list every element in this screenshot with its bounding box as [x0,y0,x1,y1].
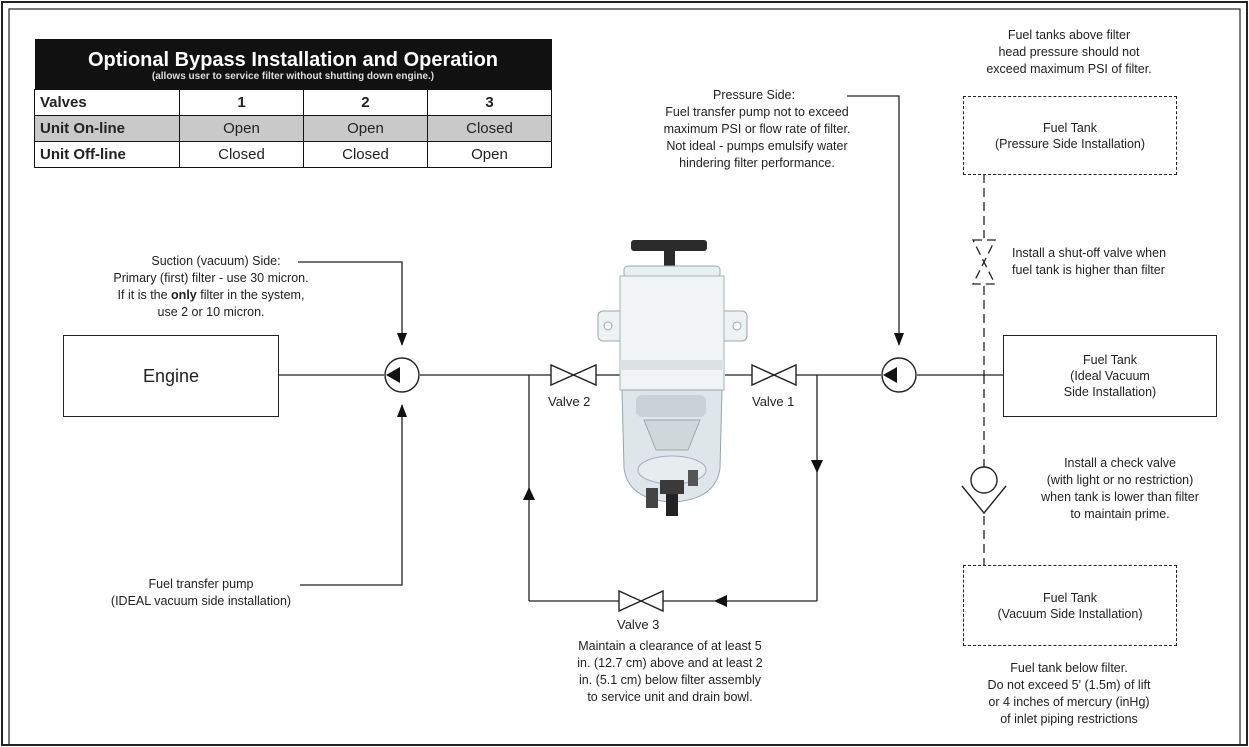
table-cell: Open [302,115,428,142]
tanks-above-line: exceed maximum PSI of filter. [986,62,1152,76]
tanks-above-line: Fuel tanks above filter [1007,28,1131,42]
pressure-note-line: hindering filter performance. [679,156,835,170]
engine-box: Engine [63,335,279,417]
tank-ideal-line: (Ideal Vacuum [1070,369,1150,383]
table-subtitle: (allows user to service filter without s… [151,71,435,82]
valve1-label: Valve 1 [752,394,795,409]
tank-pressure-line: (Pressure Side Installation) [994,136,1146,151]
valve3-icon [618,589,664,613]
check-valve-line: Install a check valve [1064,456,1176,470]
pump-suction-triangle [386,367,400,383]
tank-ideal-line: Side Installation) [1063,385,1157,399]
table-cell: Closed [179,141,304,168]
shutoff-valve-icon [971,239,997,285]
table-header-cell: 1 [179,89,304,116]
tank-ideal-line: Fuel Tank [1083,353,1137,367]
check-valve-line: when tank is lower than filter [1041,490,1199,504]
tank-below-line: Fuel tank below filter. [1010,661,1128,675]
arrow-suction-down [397,333,407,346]
table-header-row: Valves 1 2 3 [34,89,553,116]
arrow-pressure-down [894,333,904,346]
suction-note-line: Primary (first) filter - use 30 micron. [113,271,309,285]
clearance-line: to service unit and drain bowl. [587,690,753,704]
fuel-tank-ideal-vacuum-box: Fuel Tank (Ideal Vacuum Side Installatio… [1003,335,1217,417]
suction-note-part: filter in the system, [196,288,305,302]
valve2-icon [550,363,597,387]
table-cell: Closed [426,115,553,142]
tank-vacuum-line: (Vacuum Side Installation) [997,606,1143,621]
check-valve-line: to maintain prime. [1070,507,1170,521]
fuel-tank-vacuum-box: Fuel Tank (Vacuum Side Installation) [963,565,1177,646]
clearance-note: Maintain a clearance of at least 5 in. (… [555,638,785,706]
leader-transfer-pump [300,405,403,586]
valve2-label: Valve 2 [548,394,591,409]
pressure-note: Pressure Side: Fuel transfer pump not to… [612,87,902,172]
suction-note-bold: only [171,288,197,302]
check-valve-note: Install a check valve (with light or no … [1010,455,1230,523]
table-header-cell: 2 [302,89,428,116]
pressure-note-line: Fuel transfer pump not to exceed [665,105,849,119]
suction-note-line: If it is the only filter in the system, [56,287,366,304]
pressure-note-line: Not ideal - pumps emulsify water [666,139,848,153]
table-cell: Open [426,141,553,168]
table-title-cell: Optional Bypass Installation and Operati… [34,39,552,90]
tank-below-line: Do not exceed 5' (1.5m) of lift [987,678,1151,692]
leader-suction [298,261,403,345]
pump-pressure-triangle [883,367,897,383]
table-cell: Open [179,115,304,142]
shutoff-line: Install a shut-off valve when [1012,246,1167,260]
pump-pressure-icon [881,357,917,393]
tanks-above-line: head pressure should not [998,45,1140,59]
fuel-tank-pressure-box: Fuel Tank (Pressure Side Installation) [963,96,1177,175]
pressure-note-line: Pressure Side: [713,88,795,102]
check-valve-line: (with light or no restriction) [1046,473,1194,487]
transfer-pump-line: (IDEAL vacuum side installation) [110,594,292,608]
filter-assembly-icon [597,240,748,516]
leader-pressure [847,95,900,345]
suction-note-line: Suction (vacuum) Side: [151,254,281,268]
shutoff-line: fuel tank is higher than filter [1012,263,1165,277]
clearance-line: Maintain a clearance of at least 5 [578,639,762,653]
check-valve-seat-icon [961,485,1007,515]
transfer-pump-note: Fuel transfer pump (IDEAL vacuum side in… [76,576,326,610]
clearance-line: in. (12.7 cm) above and at least 2 [577,656,763,670]
pump-suction-icon [384,357,420,393]
tank-below-line: of inlet piping restrictions [1000,712,1138,726]
table-header-cell: Valves [34,89,180,116]
tank-below-line: or 4 inches of mercury (inHg) [988,695,1150,709]
bypass-table: Optional Bypass Installation and Operati… [34,39,553,168]
tank-pressure-line: Fuel Tank [1043,120,1097,135]
clearance-line: in. (5.1 cm) below filter assembly [578,673,761,687]
table-row: Unit On-line Open Open Closed [34,115,553,142]
tank-vacuum-line: Fuel Tank [1043,590,1097,605]
engine-label: Engine [142,365,200,386]
table-cell: Unit On-line [34,115,180,142]
shutoff-note: Install a shut-off valve when fuel tank … [1012,245,1232,279]
tanks-above-note: Fuel tanks above filter head pressure sh… [944,27,1194,78]
arrow-bypass-down [811,460,823,473]
check-valve-ball-icon [970,466,998,494]
arrow-pump-up [397,404,407,417]
pressure-note-line: maximum PSI or flow rate of filter. [663,122,851,136]
inner-border [8,8,1241,746]
table-cell: Closed [302,141,428,168]
suction-note-line: use 2 or 10 micron. [157,305,265,319]
table-cell: Unit Off-line [34,141,180,168]
table-title: Optional Bypass Installation and Operati… [87,49,499,71]
valve3-label: Valve 3 [617,617,660,632]
table-header-cell: 3 [426,89,553,116]
arrow-bypass-left [714,595,727,607]
arrow-bypass-up [523,487,535,500]
tank-below-note: Fuel tank below filter. Do not exceed 5'… [954,660,1184,728]
suction-note-part: If it is the [117,288,172,302]
transfer-pump-line: Fuel transfer pump [148,577,254,591]
valve1-icon [751,363,797,387]
table-row: Unit Off-line Closed Closed Open [34,141,553,168]
suction-note: Suction (vacuum) Side: Primary (first) f… [56,253,366,321]
